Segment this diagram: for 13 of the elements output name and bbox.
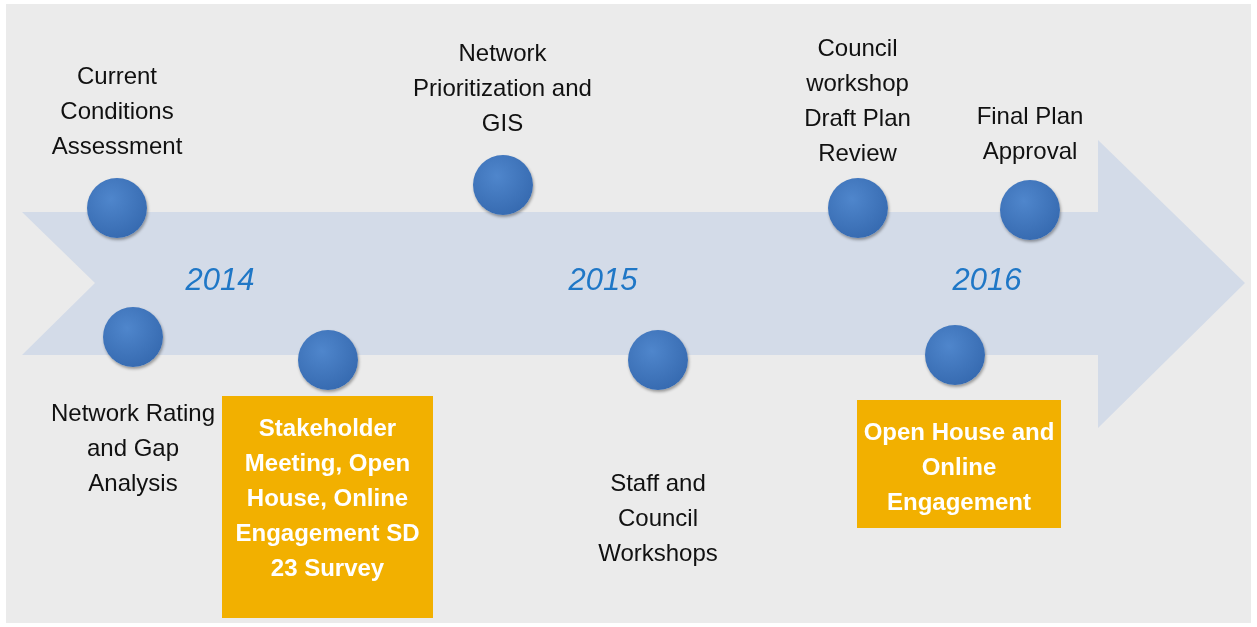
milestone-label: Staff and Council Workshops <box>597 468 719 568</box>
year-label: 2014 <box>185 262 255 298</box>
highlight-panel: Open House and Online Engagement <box>857 400 1061 528</box>
highlight-panel: Stakeholder Meeting, Open House, Online Engagement SD 23 Survey <box>222 396 433 618</box>
milestone-label: Final Plan Approval <box>975 101 1085 166</box>
milestone-dot <box>298 330 358 390</box>
milestone-label: Council workshop Draft Plan Review <box>803 33 912 168</box>
milestone-dot <box>925 325 985 385</box>
year-label: 2015 <box>568 262 638 298</box>
milestone-label: Network Prioritization and GIS <box>412 38 593 138</box>
milestone-label: Network Rating and Gap Analysis <box>49 398 217 498</box>
milestone-label: Current Conditions Assessment <box>50 61 184 161</box>
year-label: 2016 <box>952 262 1022 298</box>
